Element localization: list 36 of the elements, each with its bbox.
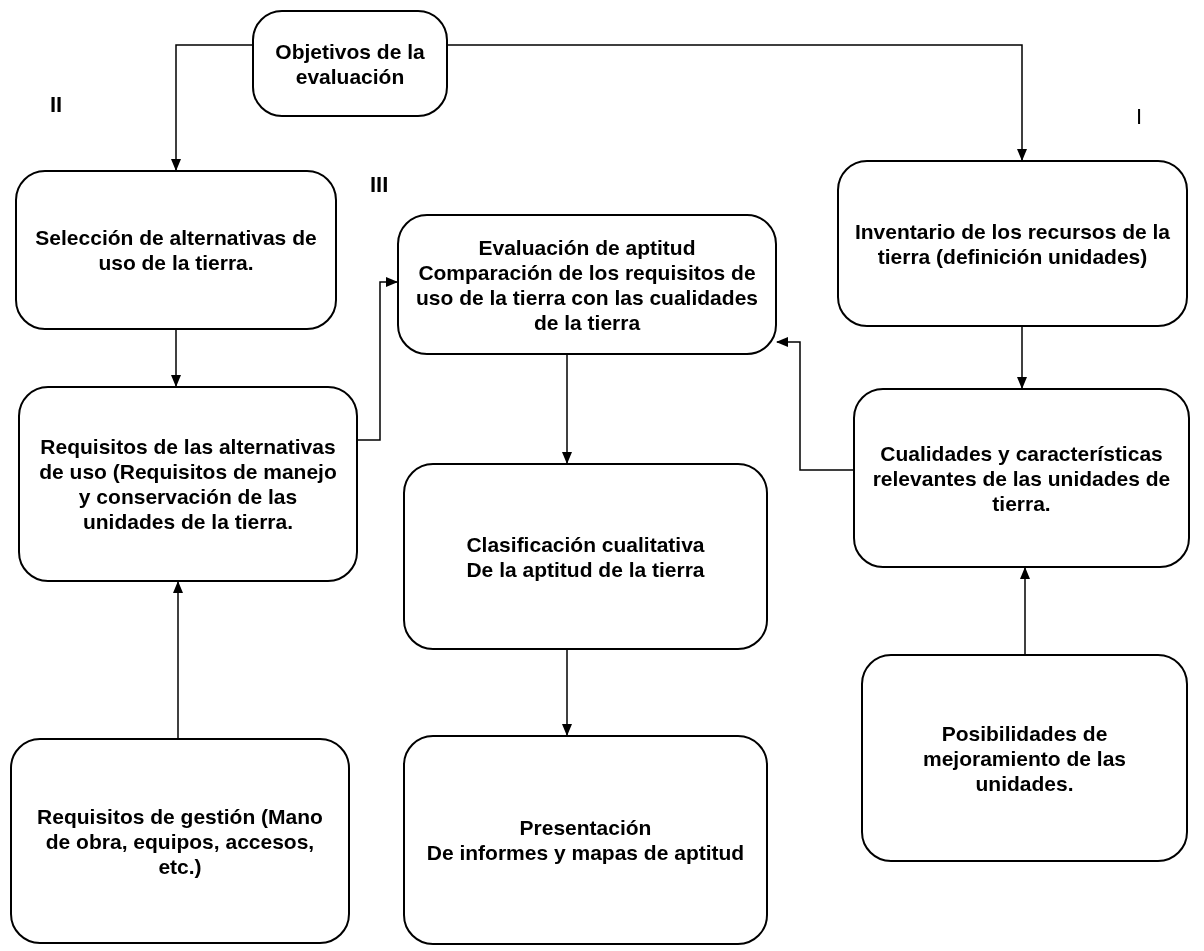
box-text: Selección de alternativas de uso de la tierra. — [34, 225, 318, 275]
process-box — [10, 738, 350, 944]
arrow — [1020, 567, 1030, 655]
box-text: Requisitos de las alternativas de uso (Requisitos de manejo y conservación de las unidades de la tierra. — [38, 434, 338, 534]
process-box — [403, 735, 768, 945]
process-box — [397, 214, 777, 355]
box-text: Cualidades y características relevantes de las unidades de tierra. — [871, 440, 1172, 516]
section-numeral: III — [370, 171, 389, 199]
box-text: Comparación de los requisitos de uso de la tierra con las cualidades de la tierra — [415, 259, 759, 335]
box-text: De la aptitud de la tierra — [466, 556, 705, 582]
arrow — [776, 337, 854, 471]
box-text: Inventario de los recursos de la tierra (definición unidades) — [853, 218, 1172, 269]
arrow — [171, 44, 253, 171]
arrow — [173, 581, 183, 739]
box-text: Posibilidades de mejoramiento de las unidades. — [921, 720, 1128, 796]
box-text: De informes y mapas de aptitud — [426, 840, 745, 865]
arrow — [1017, 326, 1027, 389]
box-text: Presentación — [519, 815, 652, 840]
arrow — [562, 354, 572, 464]
section-numeral: II — [50, 91, 63, 119]
arrow — [562, 649, 572, 736]
process-box — [837, 160, 1188, 327]
box-text: Requisitos de gestión (Mano de obra, equipos, accesos, etc.) — [36, 803, 324, 879]
arrow — [171, 329, 181, 387]
box-text: Objetivos de la evaluación — [274, 38, 426, 89]
box-text: Clasificación cualitativa — [466, 531, 705, 557]
process-box — [15, 170, 337, 330]
arrow — [357, 277, 398, 441]
box-text: Evaluación de aptitud — [478, 234, 696, 260]
process-box — [853, 388, 1190, 568]
process-box — [861, 654, 1188, 862]
section-numeral: I — [1136, 103, 1143, 131]
process-box — [18, 386, 358, 582]
process-box — [403, 463, 768, 650]
arrow — [447, 44, 1027, 161]
process-box — [252, 10, 448, 117]
